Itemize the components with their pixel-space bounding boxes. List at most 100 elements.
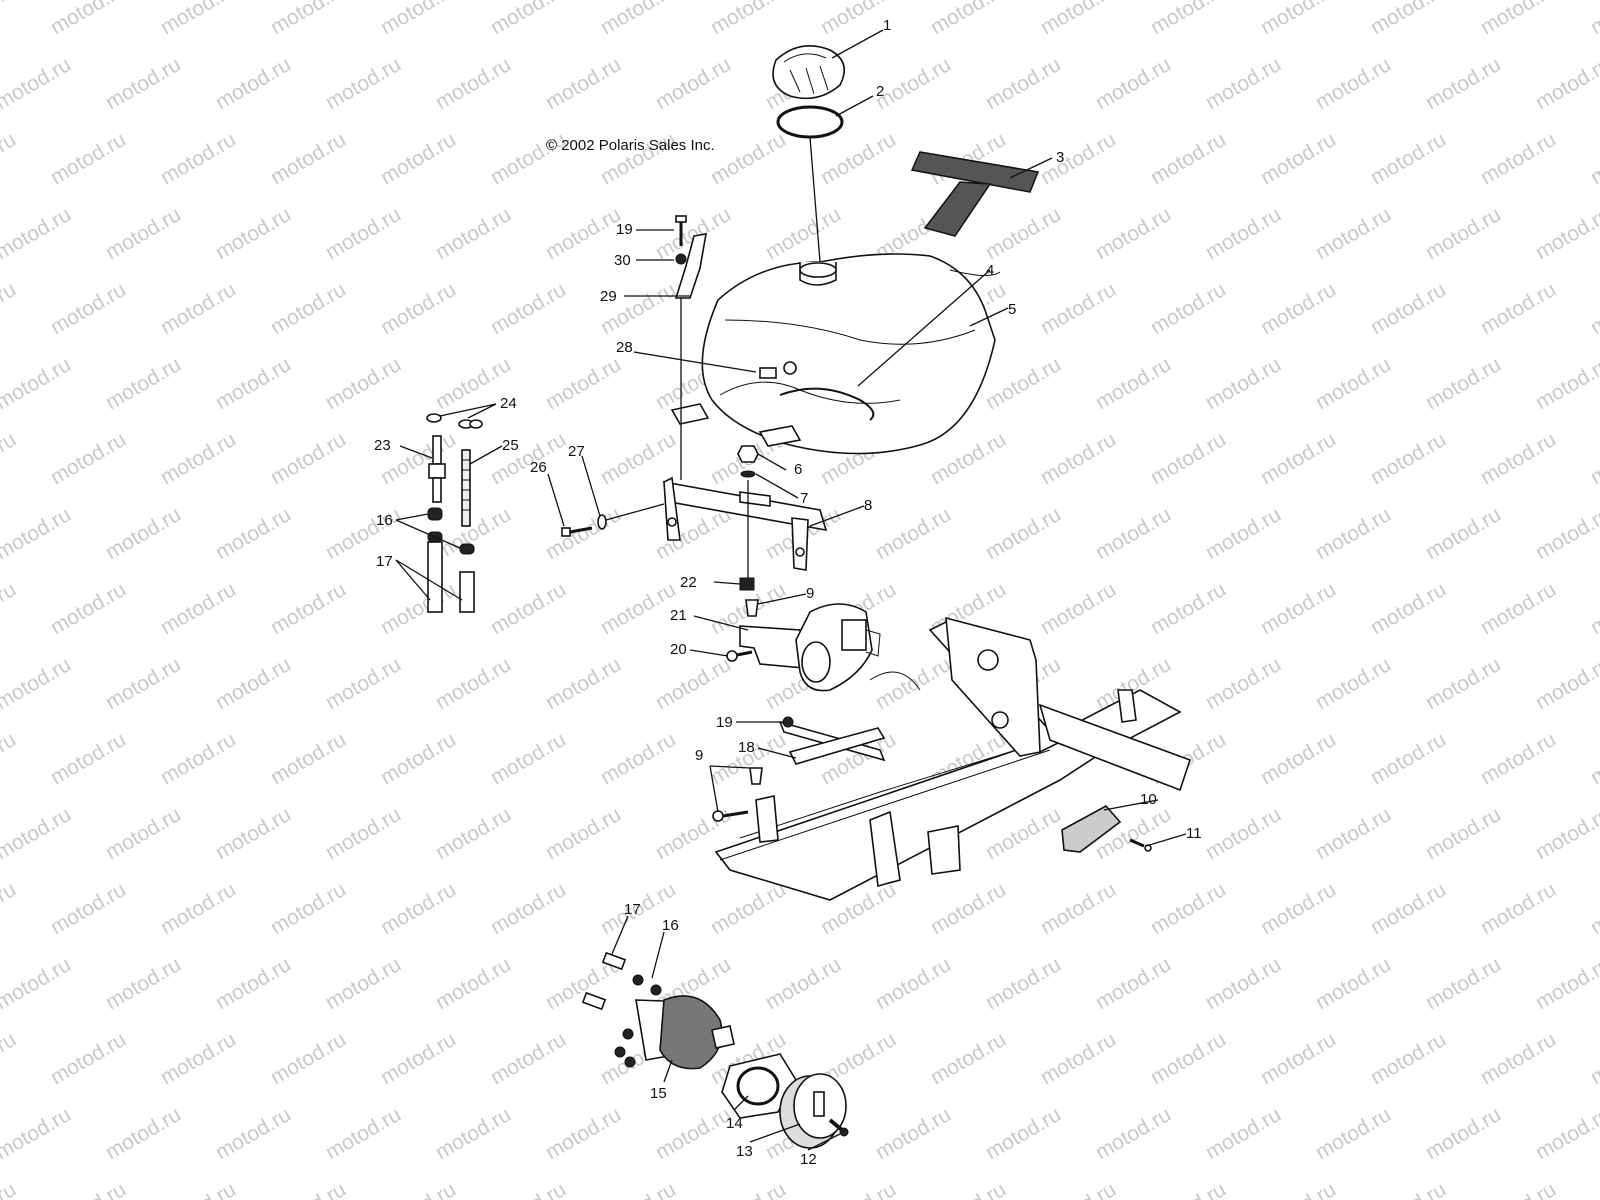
watermark-text: motod.ru [1422,953,1505,1014]
watermark-text: motod.ru [1532,953,1600,1014]
watermark-text: motod.ru [1422,1103,1505,1164]
watermark-text: motod.ru [1477,0,1560,39]
watermark-text: motod.ru [1532,803,1600,864]
watermark-text: motod.ru [1312,1103,1395,1164]
watermark-text: motod.ru [1037,1028,1120,1089]
watermark-text: motod.ru [1147,1028,1230,1089]
watermark-text: motod.ru [597,578,680,639]
watermark-text: motod.ru [102,1103,185,1164]
tank-bracket-8 [662,476,828,571]
watermark-text: motod.ru [707,1178,790,1200]
watermark-text: motod.ru [1147,128,1230,189]
callout-22: 22 [680,574,697,591]
watermark-text: motod.ru [762,203,845,264]
watermark-text: motod.ru [487,878,570,939]
grommet-22 [739,577,755,591]
callout-17: 17 [376,553,393,570]
callout-26: 26 [530,459,547,476]
watermark-text: motod.ru [0,878,20,939]
watermark-text: motod.ru [432,953,515,1014]
callout-7: 7 [800,490,808,507]
callout-30: 30 [614,252,631,269]
watermark-text: motod.ru [1532,353,1600,414]
fuel-valve-15 [614,995,735,1070]
watermark-text: motod.ru [1147,0,1230,39]
watermark-text: motod.ru [1257,278,1340,339]
nut-19-lower [782,716,794,728]
watermark-text: motod.ru [487,1028,570,1089]
watermark-text: motod.ru [1147,1178,1230,1200]
watermark-text: motod.ru [377,1028,460,1089]
watermark-text: motod.ru [542,353,625,414]
watermark-text: motod.ru [102,953,185,1014]
fuel-cap [772,44,846,100]
watermark-text: motod.ru [1422,353,1505,414]
watermark-text: motod.ru [1312,203,1395,264]
watermark-text: motod.ru [1092,53,1175,114]
callout-14: 14 [726,1115,743,1132]
watermark-text: motod.ru [652,653,735,714]
watermark-text: motod.ru [1367,1028,1450,1089]
callout-6: 6 [794,461,802,478]
watermark-text: motod.ru [872,653,955,714]
tank-tab-left [670,403,710,425]
copyright-notice: © 2002 Polaris Sales Inc. [546,137,715,154]
watermark-text: motod.ru [0,1178,20,1200]
watermark-text: motod.ru [102,653,185,714]
watermark-text: motod.ru [817,128,900,189]
watermark-text: motod.ru [432,503,515,564]
watermark-text: motod.ru [1202,203,1285,264]
watermark-text: motod.ru [212,803,295,864]
watermark-text: motod.ru [0,128,20,189]
watermark-text: motod.ru [47,128,130,189]
callout-12: 12 [800,1151,817,1168]
watermark-text: motod.ru [1092,353,1175,414]
watermark-text: motod.ru [1532,53,1600,114]
watermark-text: motod.ru [872,503,955,564]
watermark-text: motod.ru [212,1103,295,1164]
plate-18 [788,727,886,765]
watermark-text: motod.ru [1312,53,1395,114]
watermark-text: motod.ru [212,653,295,714]
watermark-text: motod.ru [157,728,240,789]
watermark-text: motod.ru [1202,503,1285,564]
watermark-text: motod.ru [542,1103,625,1164]
watermark-text: motod.ru [1532,503,1600,564]
watermark-text: motod.ru [47,878,130,939]
watermark-text: motod.ru [487,0,570,39]
watermark-text: motod.ru [927,878,1010,939]
callout-11: 11 [1186,825,1202,842]
watermark-text: motod.ru [1422,803,1505,864]
watermark-text: motod.ru [487,428,570,489]
watermark-text: motod.ru [1312,803,1395,864]
watermark-text: motod.ru [157,128,240,189]
watermark-text: motod.ru [1532,203,1600,264]
leader-lines [395,29,1187,1151]
watermark-text: motod.ru [322,53,405,114]
callout-4: 4 [986,262,994,279]
watermark-text: motod.ru [982,953,1065,1014]
watermark-text: motod.ru [0,728,20,789]
watermark-text: motod.ru [1532,653,1600,714]
callout-13: 13 [736,1143,753,1160]
watermark-text: motod.ru [1202,353,1285,414]
watermark-text: motod.ru [267,878,350,939]
watermark-text: motod.ru [0,1028,20,1089]
watermark-text: motod.ru [377,278,460,339]
watermark-text: motod.ru [1477,128,1560,189]
watermark-text: motod.ru [1092,503,1175,564]
clamps-16-lower [632,974,662,996]
watermark-text: motod.ru [1477,578,1560,639]
callout-24: 24 [500,395,517,412]
watermark-text: motod.ru [707,878,790,939]
watermark-text: motod.ru [1587,278,1600,339]
fuel-tank [701,253,1001,455]
cap-gasket-ring [776,105,844,139]
watermark-text: motod.ru [1587,428,1600,489]
callout-28: 28 [616,339,633,356]
watermark-text: motod.ru [0,578,20,639]
clamps-16 [427,507,475,555]
watermark-text: motod.ru [1477,1028,1560,1089]
watermark-text: motod.ru [1092,1103,1175,1164]
callout-3: 3 [1056,149,1064,166]
